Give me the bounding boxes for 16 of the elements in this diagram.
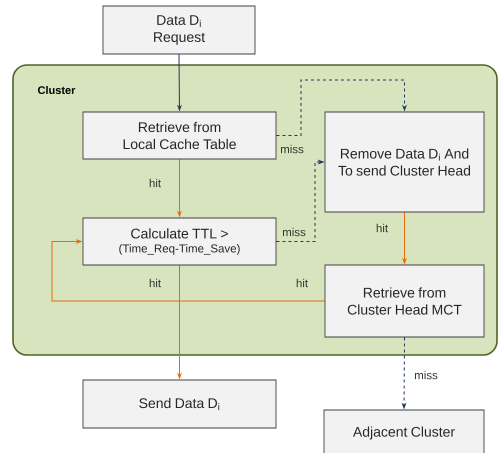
edge-label: hit [376, 224, 388, 232]
edge-label: hit [150, 278, 161, 288]
process-box: Retrieve from Cluster Head MCT [324, 264, 484, 338]
process-box: Calculate TTL > (Time_Req-Time_Save) [82, 218, 276, 266]
edge-label: miss [280, 144, 304, 154]
process-box: Remove Data D$_{i}$ And To send Cluster Head [324, 112, 484, 212]
edge-label: miss [414, 370, 438, 380]
process-box: Data D$_{i}$ Request [102, 6, 256, 54]
edge-label: miss [282, 228, 306, 236]
edge-label: hit [150, 178, 161, 188]
process-box: Retrieve from Local Cache Table [82, 112, 276, 160]
edge-label: hit [296, 278, 308, 288]
arrow [52, 238, 326, 302]
process-box: Adjacent Cluster [324, 410, 484, 453]
process-box: Send Data D$_{i}$ [82, 380, 276, 428]
arrow [276, 80, 408, 136]
